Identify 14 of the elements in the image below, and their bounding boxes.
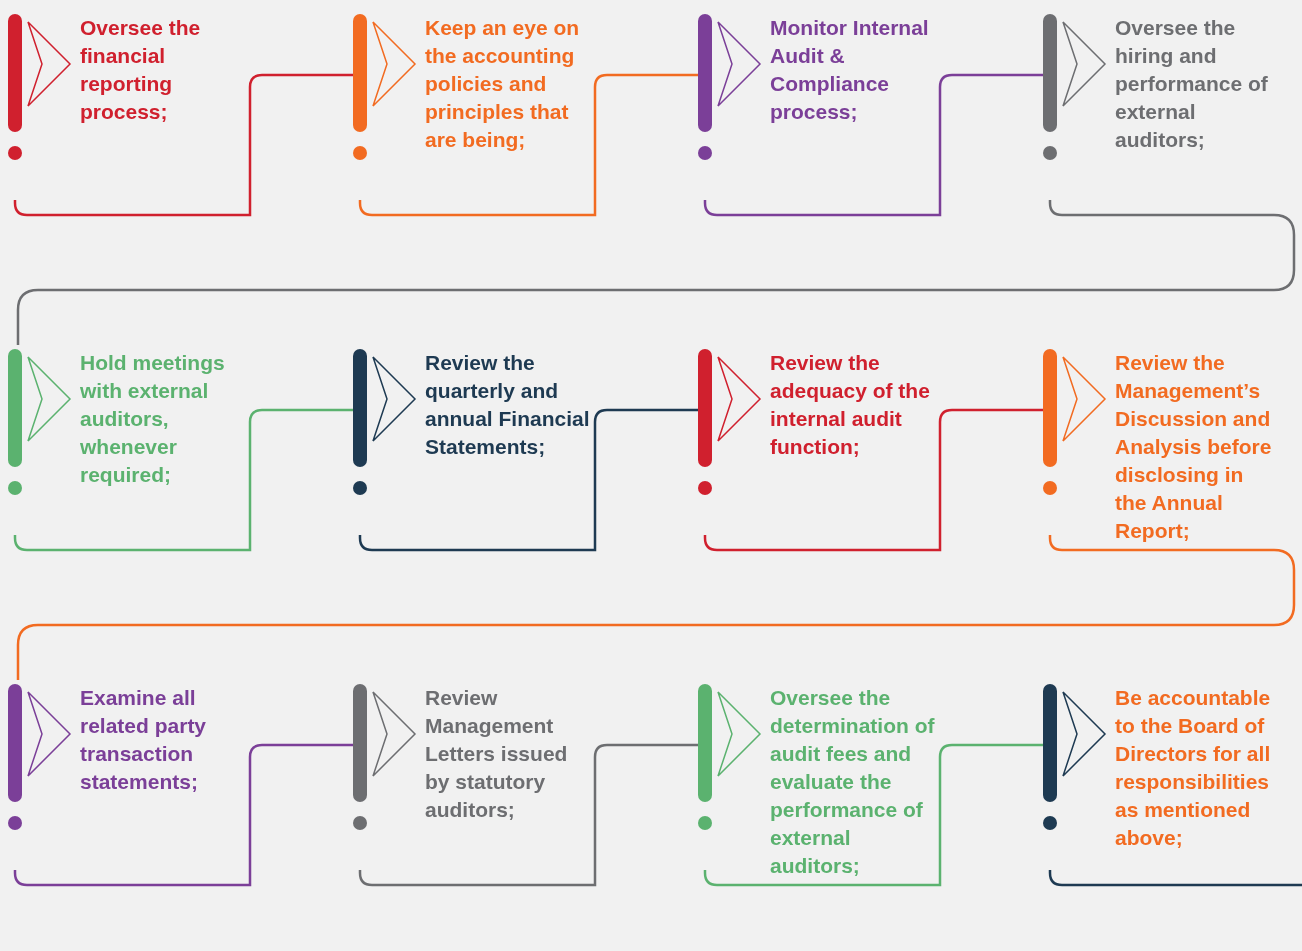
connector-line: [16, 199, 1296, 345]
step-text: Oversee the determination of audit fees and evaluate the performance of external auditors;: [770, 685, 935, 879]
step-text: Oversee the hiring and performance of external auditors;: [1115, 15, 1269, 153]
step-text: Be accountable to the Board of Directors for all responsibilities as mentioned above;: [1115, 685, 1272, 851]
connector-line: [703, 743, 1043, 887]
step-text: Review Management Letters issued by statutory auditors;: [425, 685, 569, 823]
step-text: Examine all related party transaction statements;: [80, 685, 208, 795]
step-text: Hold meetings with external auditors, whenever required;: [80, 350, 226, 488]
step-text: Review the quarterly and annual Financial Statements;: [425, 350, 590, 460]
step-text: Review the Management’s Discussion and Analysis before disclosing in the Annual Report;: [1115, 350, 1273, 544]
step-text: Keep an eye on the accounting policies and principles that are being;: [425, 15, 581, 153]
step-text: Review the adequacy of the internal audit function;: [770, 350, 931, 460]
step-text: Monitor Internal Audit & Compliance process;: [770, 15, 930, 125]
step-text: Oversee the financial reporting process;: [80, 15, 202, 125]
